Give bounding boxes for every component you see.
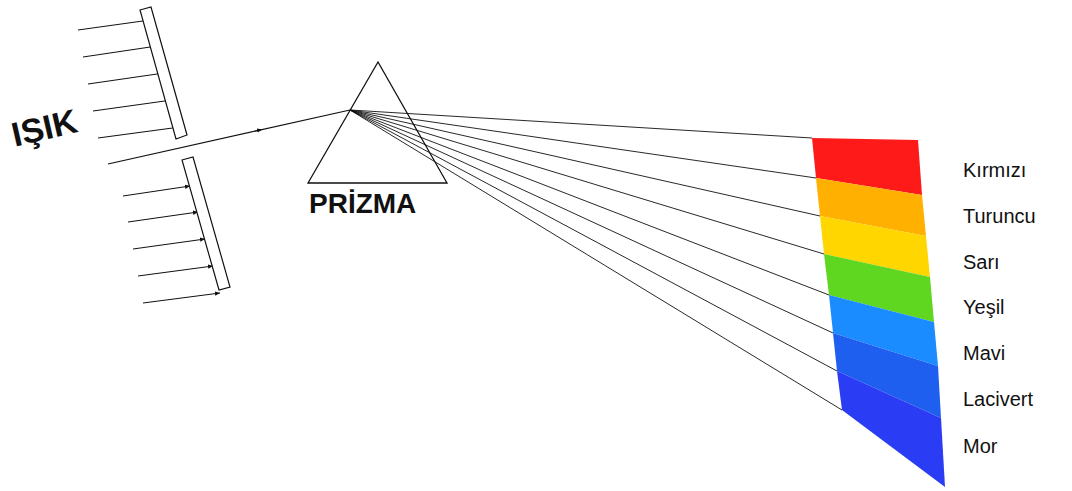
dispersed-ray bbox=[350, 110, 820, 216]
light-label: IŞIK bbox=[8, 104, 80, 152]
color-name: Sarı bbox=[963, 252, 1000, 272]
color-band bbox=[837, 371, 945, 487]
color-name: Turuncu bbox=[963, 206, 1036, 226]
dispersed-ray bbox=[350, 110, 837, 371]
light-beam bbox=[108, 110, 350, 164]
dispersed-ray bbox=[350, 110, 833, 333]
color-name: Yeşil bbox=[963, 297, 1005, 317]
dispersed-ray bbox=[350, 110, 812, 138]
dispersed-ray bbox=[350, 110, 824, 254]
color-name: Kırmızı bbox=[963, 160, 1026, 180]
dispersed-ray bbox=[350, 110, 816, 178]
dispersed-ray bbox=[350, 110, 829, 295]
incoming-rays bbox=[78, 20, 220, 303]
prism-label: PRİZMA bbox=[309, 190, 416, 218]
color-name: Mavi bbox=[963, 343, 1005, 363]
dispersed-rays bbox=[350, 110, 842, 410]
slit-plates bbox=[140, 7, 230, 290]
beam-arrow bbox=[255, 130, 262, 132]
dispersed-ray bbox=[350, 110, 842, 410]
color-name: Mor bbox=[963, 436, 997, 456]
spectrum-bands bbox=[812, 138, 945, 487]
color-name: Lacivert bbox=[963, 389, 1033, 409]
